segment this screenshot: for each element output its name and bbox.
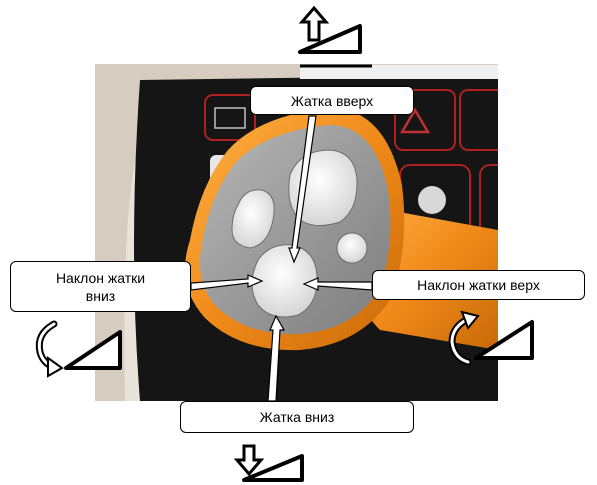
pointer-up-arrow: [288, 115, 317, 264]
arrow-down-pedal-icon: [233, 444, 304, 482]
pointer-left-arrow: [190, 274, 264, 291]
callout-header-tilt-down: Наклон жатки вниз: [10, 261, 191, 312]
pointer-arrows: [190, 115, 373, 402]
rotate-clockwise-pedal-icon: [448, 310, 534, 366]
arrow-up-pedal-icon: [298, 5, 372, 68]
callout-header-tilt-up: Наклон жатки верх: [372, 270, 585, 300]
callout-header-up-text: Жатка вверх: [290, 92, 374, 109]
pointer-down-arrow: [267, 314, 286, 402]
pointer-right-arrow: [302, 277, 373, 291]
callout-header-up: Жатка вверх: [250, 86, 414, 115]
callout-header-down: Жатка вниз: [180, 401, 414, 433]
callout-header-tilt-down-text: Наклон жатки вниз: [55, 269, 146, 304]
callout-header-down-text: Жатка вниз: [259, 409, 335, 425]
callout-header-tilt-up-text: Наклон жатки верх: [417, 277, 540, 293]
rotate-counterclockwise-pedal-icon: [35, 320, 122, 378]
